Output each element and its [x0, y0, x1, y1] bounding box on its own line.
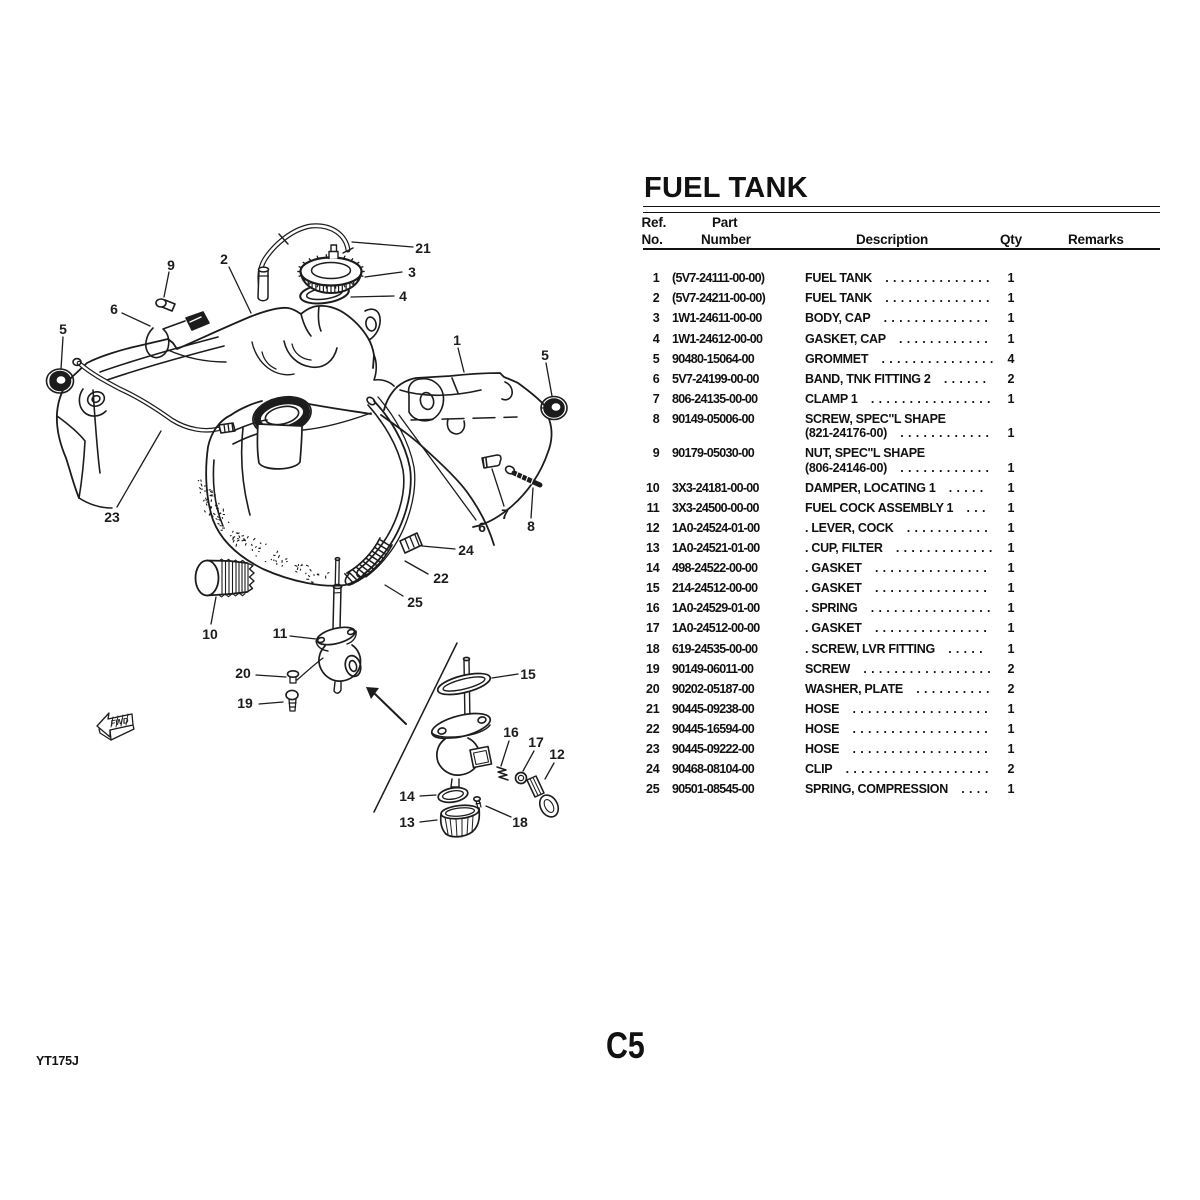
svg-text:8: 8 — [527, 518, 535, 534]
svg-text:16: 16 — [503, 724, 519, 740]
svg-text:25: 25 — [407, 594, 423, 610]
svg-text:12: 12 — [549, 746, 565, 762]
svg-text:19: 19 — [237, 695, 253, 711]
svg-text:5: 5 — [59, 321, 67, 337]
svg-text:13: 13 — [399, 814, 415, 830]
svg-text:15: 15 — [520, 666, 536, 682]
svg-text:7: 7 — [501, 506, 509, 522]
svg-text:17: 17 — [528, 734, 544, 750]
svg-text:5: 5 — [541, 347, 549, 363]
svg-text:18: 18 — [512, 814, 528, 830]
svg-text:4: 4 — [399, 288, 407, 304]
svg-text:14: 14 — [399, 788, 415, 804]
svg-text:FWD: FWD — [110, 716, 130, 728]
svg-text:10: 10 — [202, 626, 218, 642]
svg-text:23: 23 — [104, 509, 120, 525]
svg-text:21: 21 — [415, 240, 431, 256]
svg-text:22: 22 — [433, 570, 449, 586]
svg-text:2: 2 — [220, 251, 228, 267]
svg-text:9: 9 — [167, 257, 175, 273]
svg-text:11: 11 — [273, 625, 288, 641]
svg-text:6: 6 — [110, 301, 118, 317]
svg-text:20: 20 — [235, 665, 251, 681]
svg-text:1: 1 — [453, 332, 461, 348]
svg-text:3: 3 — [408, 264, 416, 280]
svg-text:6: 6 — [478, 519, 486, 535]
svg-text:24: 24 — [458, 542, 474, 558]
